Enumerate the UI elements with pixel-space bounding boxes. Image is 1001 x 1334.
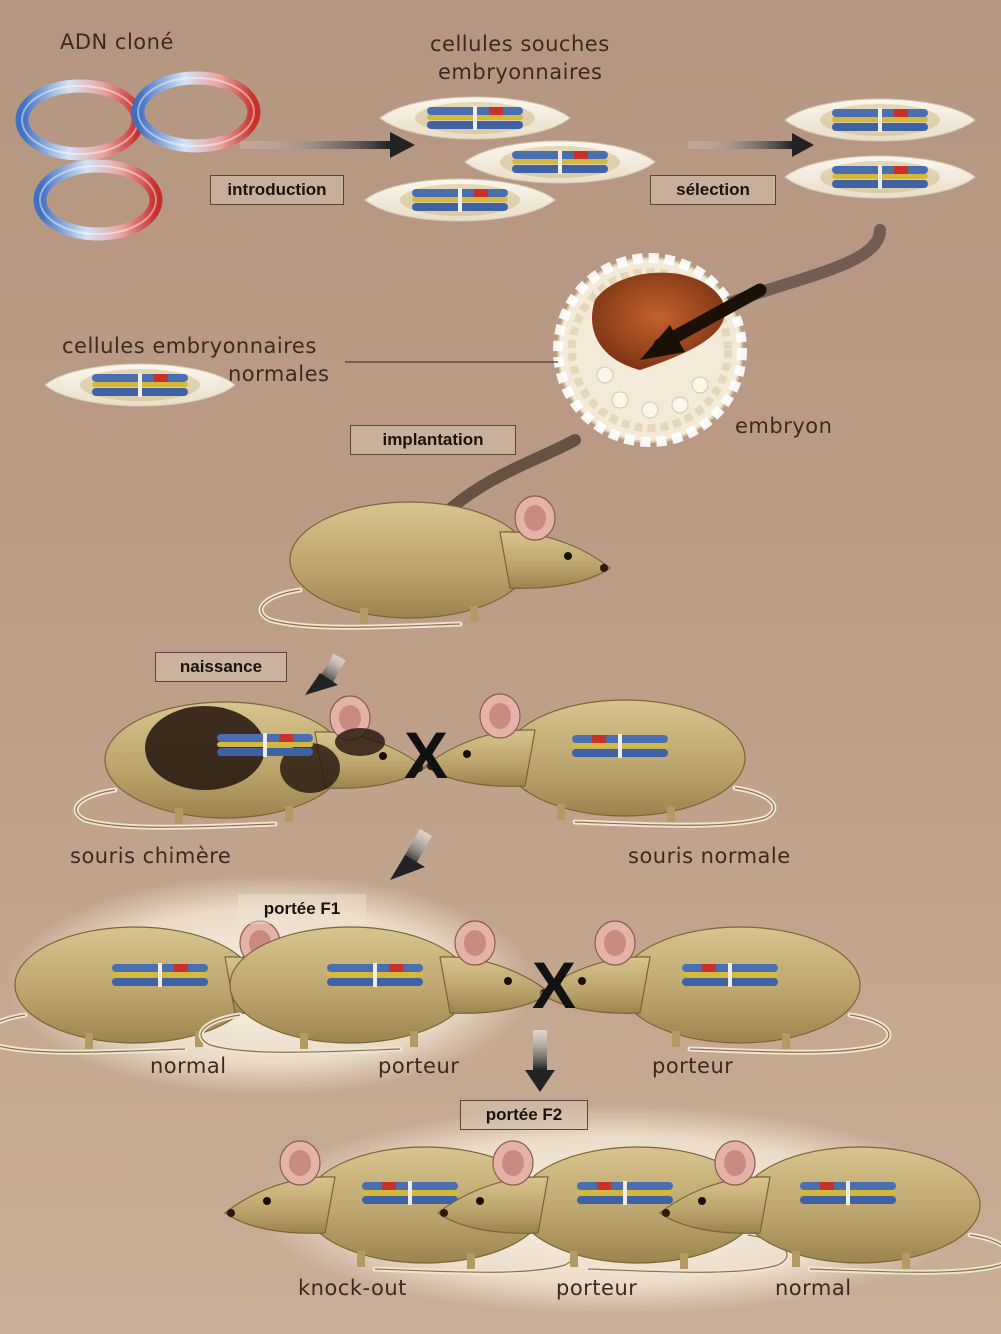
label-cellules-normales-1: cellules embryonnaires [62, 334, 317, 358]
mouse-icon [540, 921, 889, 1052]
step-portee-f2: portée F2 [460, 1100, 588, 1130]
label-cellules-normales-2: normales [228, 362, 329, 386]
stem-cell-icon [785, 156, 975, 198]
arrow-icon [688, 133, 814, 157]
label-embryonnaires: embryonnaires [438, 60, 602, 84]
step-introduction: introduction [210, 175, 344, 205]
mouse-icon [76, 696, 425, 827]
label-adn-clone: ADN cloné [60, 30, 174, 54]
arrow-icon [240, 132, 415, 158]
label-f2-porteur: porteur [556, 1276, 637, 1300]
dna-ring-icon [138, 78, 254, 146]
label-f2-knockout: knock-out [298, 1276, 407, 1300]
stem-cell-icon [465, 141, 655, 183]
cross-symbol: X [532, 952, 576, 1018]
mouse-icon [425, 694, 774, 825]
cross-symbol: X [404, 722, 448, 788]
label-f1-porteur: porteur [378, 1054, 459, 1078]
dna-ring-icon [40, 166, 156, 234]
dna-ring-icon [22, 86, 138, 154]
arrow-icon [305, 654, 346, 695]
arrow-icon [525, 1030, 555, 1092]
stem-cell-icon [380, 97, 570, 139]
stem-cell-icon [45, 364, 235, 406]
step-implantation: implantation [350, 425, 516, 455]
stem-cell-icon [365, 179, 555, 221]
label-embryon: embryon [735, 414, 832, 438]
step-portee-f1: portée F1 [238, 894, 366, 924]
label-souris-normale: souris normale [628, 844, 791, 868]
label-f2-normal: normal [775, 1276, 852, 1300]
arrow-icon [390, 829, 432, 880]
mouse-icon [261, 496, 610, 627]
label-souris-chimere: souris chimère [70, 844, 231, 868]
stem-cell-icon [785, 99, 975, 141]
label-cellules-souches: cellules souches [430, 32, 610, 56]
label-f1-porteur-2: porteur [652, 1054, 733, 1078]
step-selection: sélection [650, 175, 776, 205]
label-f1-normal: normal [150, 1054, 227, 1078]
step-naissance: naissance [155, 652, 287, 682]
